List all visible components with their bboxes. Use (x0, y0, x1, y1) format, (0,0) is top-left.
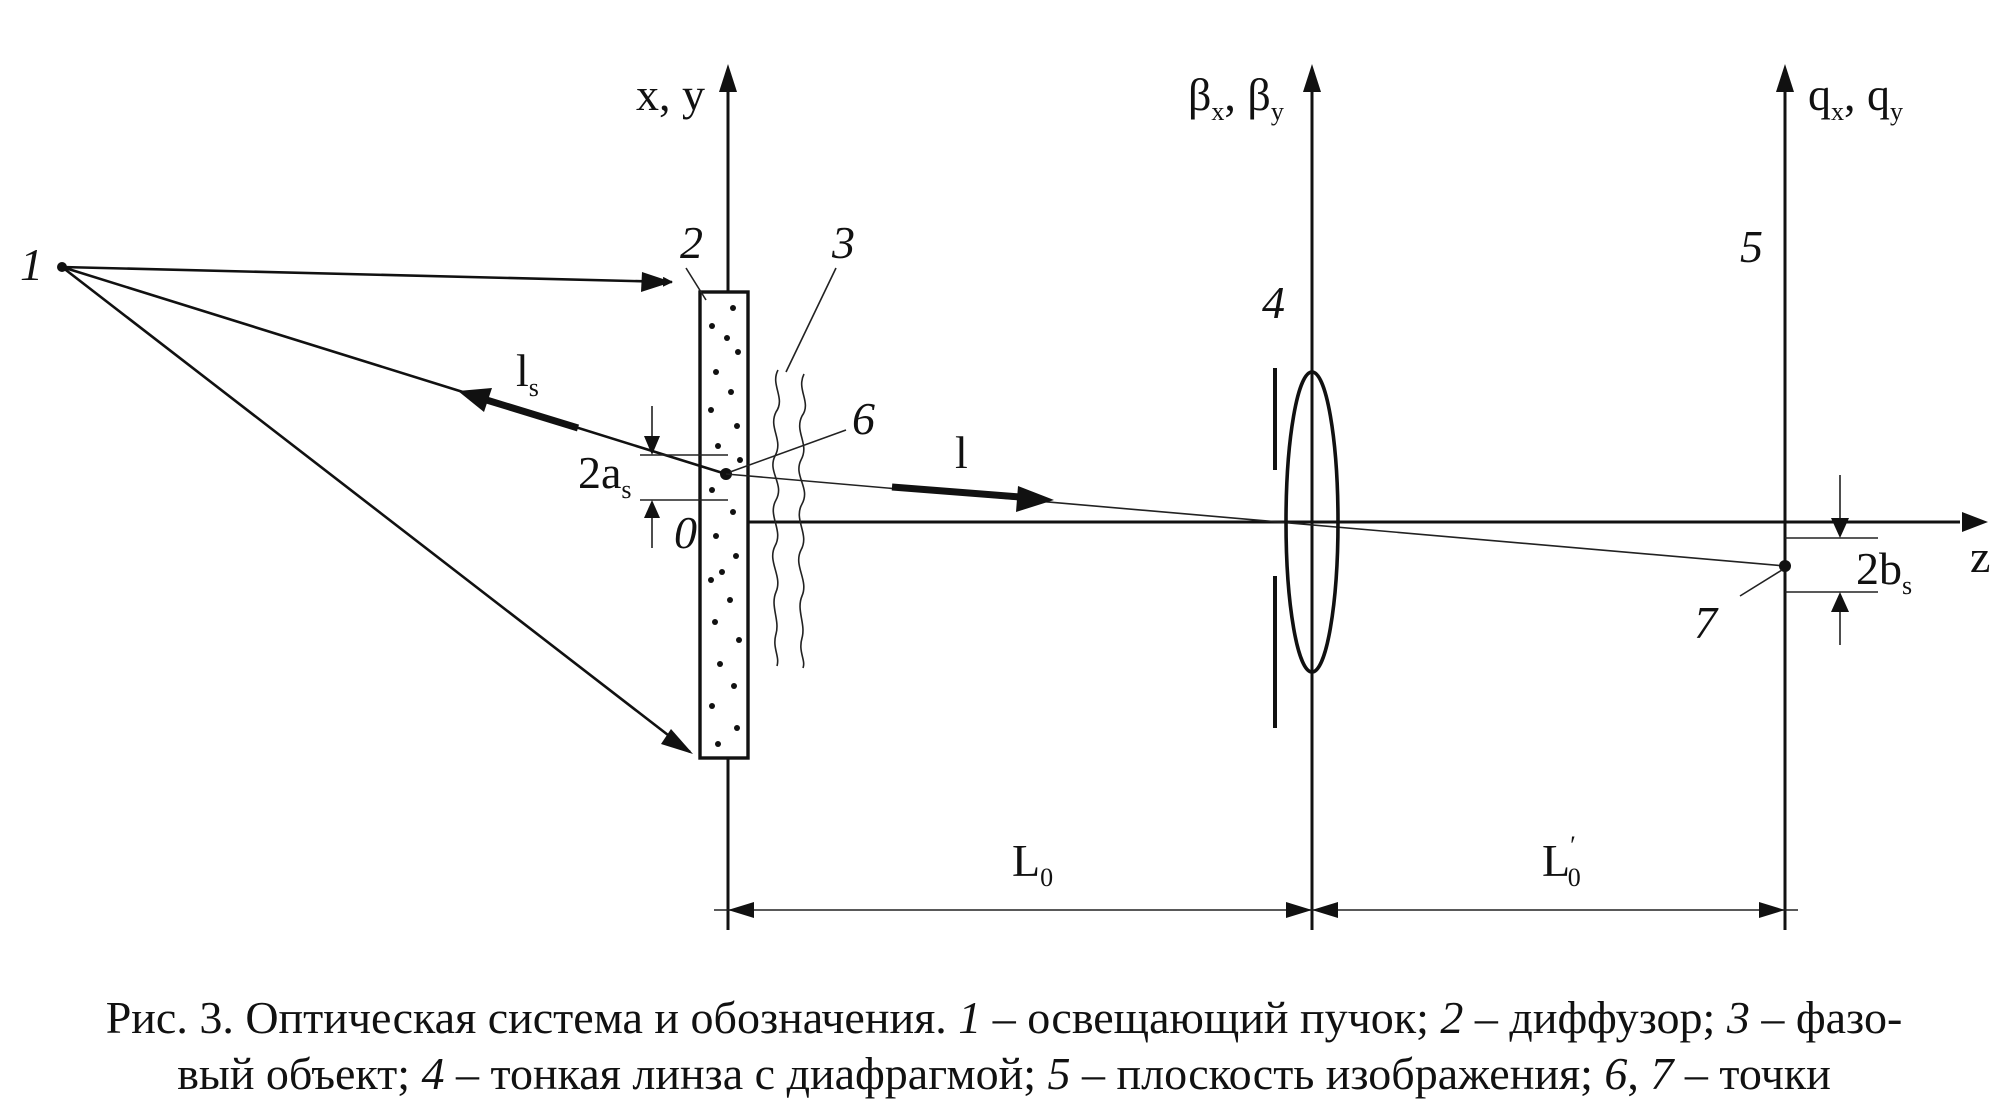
label-5: 5 (1740, 221, 1763, 272)
axis-xy-label: x, y (636, 69, 705, 120)
phase-object-wave-2 (797, 373, 807, 669)
axis-xy-arrowhead (719, 64, 737, 92)
illumination-ray-bottom (61, 265, 691, 754)
l-label: l (955, 427, 968, 478)
L0-label: L0 (1012, 835, 1053, 892)
L0p-left-head (1312, 902, 1338, 918)
ls-vector-arrowhead (458, 388, 492, 412)
label-6: 6 (852, 393, 875, 444)
origin-label: 0 (674, 507, 697, 558)
as-label: 2as (578, 447, 632, 504)
axis-z-label: z (1970, 531, 1990, 582)
bs-label: 2bs (1856, 543, 1912, 600)
label-2: 2 (680, 217, 703, 268)
L0p-right-head (1759, 902, 1785, 918)
label-1: 1 (20, 239, 43, 290)
leader-3 (785, 267, 837, 373)
diffuser-plate (698, 290, 750, 760)
axis-beta-arrowhead (1303, 64, 1321, 92)
illumination-ray-top-head (641, 272, 672, 292)
axis-q-label: qx, qy (1808, 69, 1903, 126)
caption-line-1: Рис. 3. Оптическая система и обозначения… (105, 992, 1903, 1043)
caption-line-2: вый объект; 4 – тонкая линза с диафрагмо… (177, 1048, 1831, 1099)
beam-ray (725, 473, 1786, 567)
leader-2 (685, 267, 707, 301)
ls-vector-arrow (478, 394, 580, 432)
leader-7 (1739, 569, 1783, 597)
axis-q-arrowhead (1776, 64, 1794, 92)
L0-left-head (728, 902, 754, 918)
thin-lens (1284, 370, 1340, 674)
phase-object-wave-1 (771, 369, 781, 667)
label-3: 3 (831, 217, 855, 268)
illumination-ray-top (61, 265, 673, 287)
illumination-ray-bottom-head (661, 729, 693, 754)
figure-caption: Рис. 3. Оптическая система и обозначения… (0, 990, 2008, 1102)
axis-beta-label: βx, βy (1188, 69, 1284, 126)
label-7: 7 (1694, 597, 1719, 648)
l-vector-arrow (891, 483, 1021, 501)
as-dim-lower-head (644, 500, 660, 518)
diffuser-particles (708, 305, 743, 747)
bs-dim-lower-head (1831, 592, 1849, 612)
L0p-label: L′0 (1542, 831, 1581, 892)
L0-right-head (1286, 902, 1312, 918)
l-vector-arrowhead (1016, 486, 1054, 512)
as-dim-upper-head (644, 436, 660, 455)
leader-6 (729, 429, 847, 473)
point-7 (1779, 560, 1791, 572)
label-4: 4 (1262, 277, 1285, 328)
axis-z-arrowhead (1962, 512, 1988, 532)
bs-dim-upper-head (1831, 518, 1849, 538)
ls-label: ls (516, 345, 539, 402)
scatter-ray-ls (61, 265, 727, 476)
